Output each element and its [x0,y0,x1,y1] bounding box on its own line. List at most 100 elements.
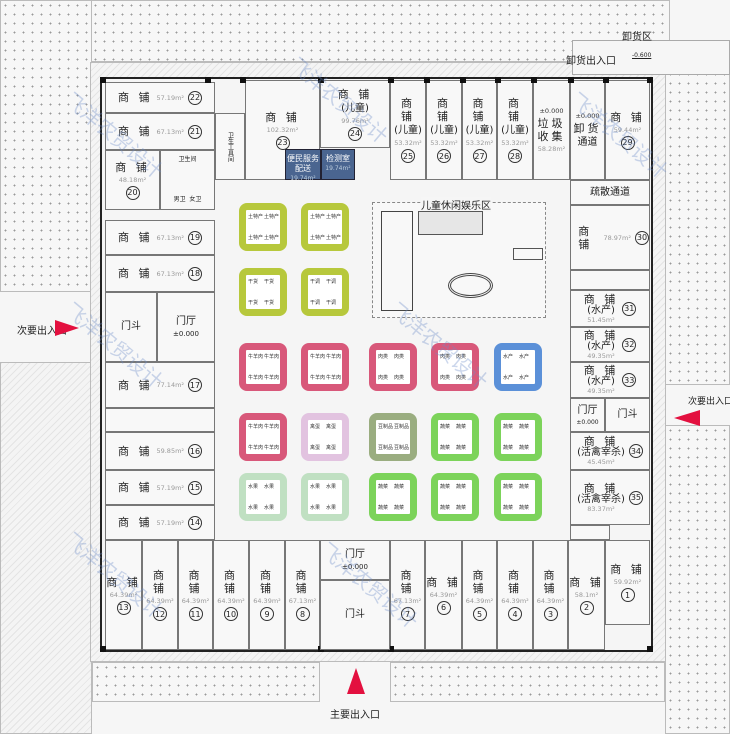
unloading-entry-label[interactable]: 卸货出入口 [566,56,616,67]
stall-label: 禽蛋 [326,445,337,451]
market-stall[interactable]: 肉类肉类肉类肉类 [369,343,417,391]
market-stall[interactable]: 豆制品豆制品豆制品豆制品 [369,413,417,461]
stall-label: 蔬菜 [519,445,530,451]
stall-label: 水果 [248,505,259,511]
play-ring [448,273,493,298]
market-stall[interactable]: 蔬菜蔬菜蔬菜蔬菜 [431,413,479,461]
stall-label: 土特产 [310,214,326,220]
stall-label: 蔬菜 [503,424,514,430]
market-stall[interactable]: 牛羊肉牛羊肉牛羊肉牛羊肉 [301,343,349,391]
market-stall[interactable]: 蔬菜蔬菜蔬菜蔬菜 [431,473,479,521]
shop-label: 商 铺 [117,481,153,494]
market-stall[interactable]: 牛羊肉牛羊肉牛羊肉牛羊肉 [239,343,287,391]
shop-category: (儿童) [501,125,529,136]
vestibule-right[interactable]: 门斗 [605,398,650,432]
market-stall[interactable]: 水果水果水果水果 [301,473,349,521]
toilet-block: 卫生间 男卫 女卫 [160,150,215,210]
market-stall[interactable]: 水产水产水产水产 [494,343,542,391]
vestibule-left[interactable]: 门斗 [105,292,157,362]
entrance-arrow-right-icon [674,410,700,426]
shop-area: 49.35m² [587,351,615,360]
market-stall[interactable]: 蔬菜蔬菜蔬菜蔬菜 [494,413,542,461]
landscape-right-bottom [665,425,730,734]
market-stall[interactable]: 水果水果水果水果 [239,473,287,521]
main-entrance-label[interactable]: 主要出入口 [330,710,380,721]
hall-right[interactable]: 门厅±0.000 [570,398,605,432]
shop-number: 32 [622,337,637,352]
shop-area: 64.39m² [429,590,458,599]
stall-label: 蔬菜 [440,424,451,430]
shop-label: 商 铺 [153,569,167,595]
shop-area: 57.19m² [156,93,185,102]
evacuation-passage[interactable]: 疏散通道 [570,180,650,205]
structural-column [647,77,653,83]
market-stall[interactable]: 干调干调干调干调 [301,268,349,316]
shop-label: 商 铺 [583,292,619,306]
shop-number: 3 [543,607,558,621]
shop-area: 67.13m² [156,233,185,242]
hall-bottom[interactable]: 门厅±0.000 [320,540,390,580]
secondary-entrance-left-label[interactable]: 次要出入口 [17,326,67,337]
secondary-entrance-right-label[interactable]: 次要出入口 [688,397,730,407]
shop-number: 12 [153,607,167,621]
hall-left[interactable]: 门厅±0.000 [157,292,215,362]
shop-number: 6 [436,600,451,615]
stall-label: 水果 [310,484,321,490]
market-stall[interactable]: 蔬菜蔬菜蔬菜蔬菜 [369,473,417,521]
market-stall[interactable]: 土特产土特产土特产土特产 [239,203,287,251]
stall-label: 牛羊肉 [310,354,326,360]
stall-label: 水产 [519,375,530,381]
vestibule-bottom[interactable]: 门斗 [320,580,390,650]
market-stall[interactable]: 干货干货干货干货 [239,268,287,316]
kids-area-title: 儿童休闲娱乐区 [421,197,491,212]
stall-label: 水果 [248,484,259,490]
market-stall[interactable]: 土特产土特产土特产土特产 [301,203,349,251]
stall-label: 牛羊肉 [248,424,264,430]
market-stall[interactable]: 蔬菜蔬菜蔬菜蔬菜 [494,473,542,521]
stall-label: 水产 [503,354,514,360]
shop-label: 商 铺 [508,97,522,123]
market-stall[interactable]: 牛羊肉牛羊肉牛羊肉牛羊肉 [239,413,287,461]
landscape-right [665,60,730,385]
market-stall[interactable]: 禽蛋禽蛋禽蛋禽蛋 [301,413,349,461]
market-stall[interactable]: 肉类肉类肉类肉类 [431,343,479,391]
stall-label: 干货 [248,300,259,306]
